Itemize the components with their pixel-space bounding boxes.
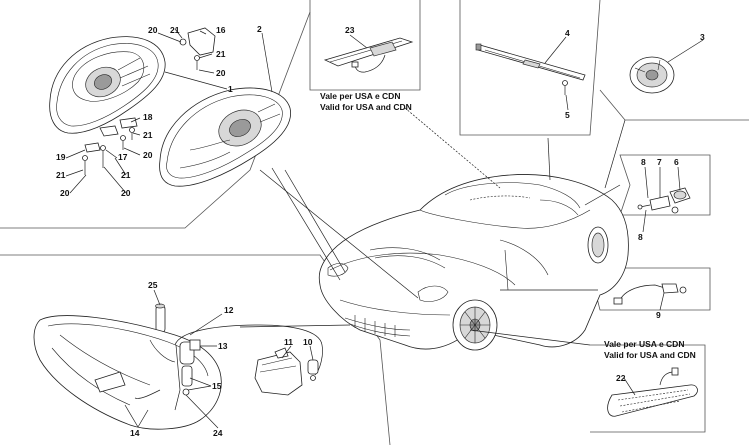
callout-20-a: 20 <box>148 25 158 35</box>
callout-22: 22 <box>616 373 626 383</box>
callout-10: 10 <box>303 337 313 347</box>
callout-19: 19 <box>56 152 66 162</box>
callout-1: 1 <box>228 84 233 94</box>
callout-18: 18 <box>143 112 153 122</box>
part-6-connector <box>637 187 691 214</box>
callout-20-d: 20 <box>60 188 70 198</box>
callout-14: 14 <box>130 428 140 438</box>
front-bumper <box>33 315 222 430</box>
callout-25: 25 <box>148 280 158 290</box>
headlamp-left <box>49 27 216 175</box>
callout-15: 15 <box>212 381 222 391</box>
callout-21-e: 21 <box>121 170 131 180</box>
callout-23: 23 <box>345 25 355 35</box>
callout-8-top: 8 <box>641 157 646 167</box>
callout-labels: 1 2 3 4 5 6 7 8 8 9 10 11 12 13 14 15 16… <box>56 24 705 438</box>
note-bottom-english: Valid for USA and CDN <box>604 350 696 360</box>
part-3-horn <box>629 56 675 94</box>
callout-17: 17 <box>118 152 128 162</box>
callout-11: 11 <box>284 337 293 347</box>
callout-24: 24 <box>213 428 223 438</box>
callout-12: 12 <box>224 305 234 315</box>
part-13-pump <box>179 339 201 396</box>
callout-3: 3 <box>700 32 705 42</box>
callout-16: 16 <box>216 25 226 35</box>
callout-21-b: 21 <box>216 49 226 59</box>
callout-4: 4 <box>565 28 570 38</box>
validity-notes: Vale per USA e CDN Valid for USA and CDN… <box>320 91 696 360</box>
callout-21-d: 21 <box>56 170 66 180</box>
callout-7: 7 <box>657 157 662 167</box>
callout-21-a: 21 <box>170 25 180 35</box>
part-9-sensor <box>613 283 687 305</box>
callout-8-bottom: 8 <box>638 232 643 242</box>
note-top-italian: Vale per USA e CDN <box>320 91 400 101</box>
part-11-reservoir <box>254 347 303 396</box>
headlamp-right <box>159 87 292 187</box>
callout-20-c: 20 <box>143 150 153 160</box>
car-body <box>318 174 629 351</box>
part-23-light <box>323 37 414 73</box>
callout-21-c: 21 <box>143 130 153 140</box>
callout-13: 13 <box>218 341 228 351</box>
callout-20-e: 20 <box>121 188 131 198</box>
callout-2: 2 <box>257 24 262 34</box>
part-22-side-marker <box>607 367 698 417</box>
part-25-nozzle <box>155 303 166 334</box>
part-4-bar <box>475 43 586 95</box>
part-10-pump <box>307 359 319 381</box>
note-top-english: Valid for USA and CDN <box>320 102 412 112</box>
washer-hose <box>134 324 323 411</box>
callout-6: 6 <box>674 157 679 167</box>
leader-lines <box>65 28 704 429</box>
callout-20-b: 20 <box>216 68 226 78</box>
note-bottom-italian: Vale per USA e CDN <box>604 339 684 349</box>
callout-9: 9 <box>656 310 661 320</box>
callout-5: 5 <box>565 110 570 120</box>
